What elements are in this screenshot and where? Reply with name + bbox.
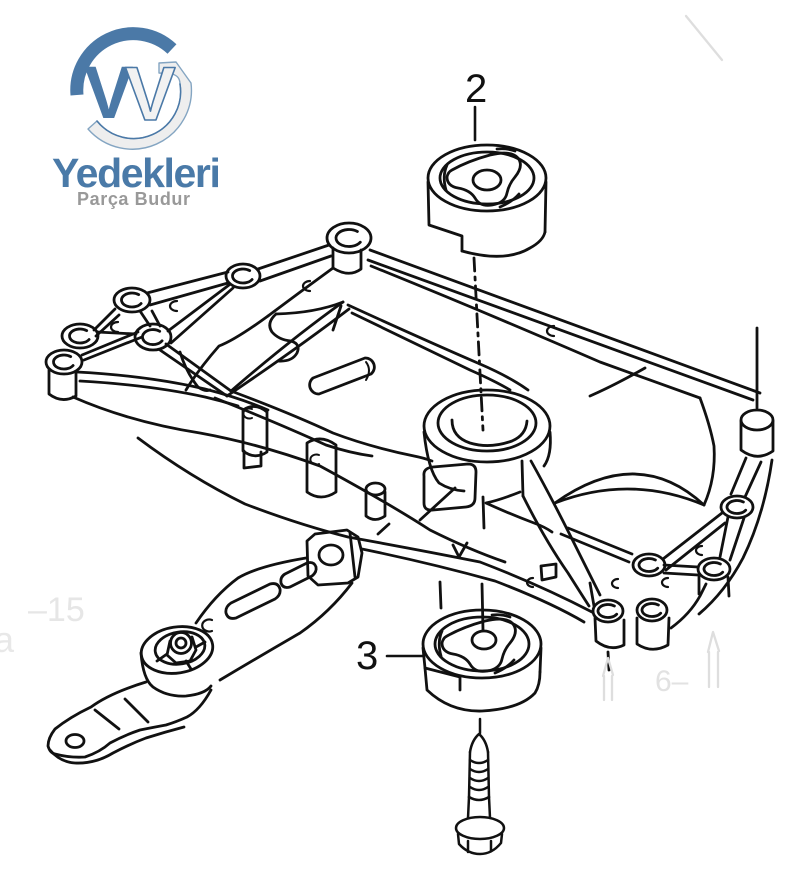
- svg-text:V: V: [125, 52, 176, 137]
- svg-text:Yedekleri: Yedekleri: [52, 150, 219, 196]
- svg-text:Parça Budur: Parça Budur: [77, 189, 191, 209]
- svg-text:a: a: [0, 619, 15, 660]
- svg-text:–15: –15: [28, 591, 85, 629]
- svg-text:6–: 6–: [655, 665, 689, 698]
- svg-text:2: 2: [465, 67, 487, 111]
- svg-text:3: 3: [356, 634, 378, 678]
- svg-text:V: V: [84, 51, 133, 134]
